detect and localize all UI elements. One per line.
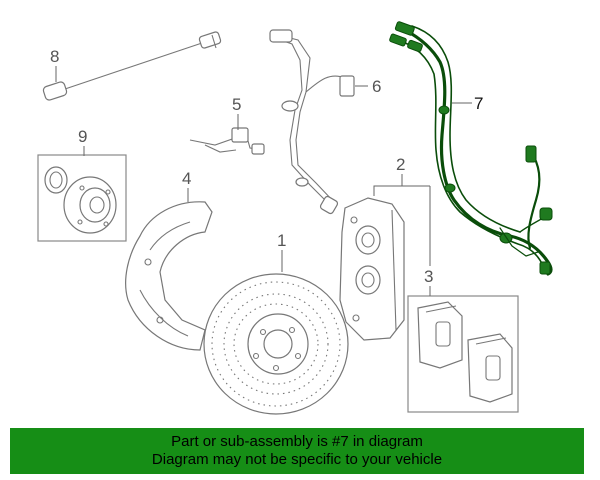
part-8-sensor-rod[interactable] xyxy=(42,31,222,101)
part-7-brake-wire-harness[interactable] xyxy=(389,21,553,276)
callout-4: 4 xyxy=(182,169,191,202)
part-6-abs-sensor[interactable] xyxy=(269,29,355,215)
info-banner: Part or sub-assembly is #7 in diagram Di… xyxy=(10,428,584,474)
part-3-brake-pads[interactable] xyxy=(407,295,519,413)
svg-text:6: 6 xyxy=(372,77,381,96)
brake-assembly-diagram: 8 5 6 9 xyxy=(37,21,553,415)
part-5-wear-sensor[interactable] xyxy=(189,127,265,155)
banner-line-part-note: Part or sub-assembly is #7 in diagram xyxy=(171,433,423,450)
callout-3: 3 xyxy=(402,185,433,296)
svg-text:8: 8 xyxy=(50,47,59,66)
part-1-brake-rotor[interactable] xyxy=(203,273,349,415)
svg-text:3: 3 xyxy=(424,267,433,286)
callout-1: 1 xyxy=(277,231,286,272)
svg-text:1: 1 xyxy=(277,231,286,250)
callout-7: 7 xyxy=(452,94,483,113)
svg-text:4: 4 xyxy=(182,169,191,188)
callout-2: 2 xyxy=(373,155,405,196)
svg-text:7: 7 xyxy=(474,94,483,113)
svg-text:5: 5 xyxy=(232,95,241,114)
callout-9: 9 xyxy=(78,127,87,156)
callout-8: 8 xyxy=(50,47,59,82)
part-2-brake-caliper[interactable] xyxy=(339,197,405,341)
svg-text:9: 9 xyxy=(78,127,87,146)
callout-5: 5 xyxy=(232,95,241,130)
banner-line-disclaimer: Diagram may not be specific to your vehi… xyxy=(151,451,443,468)
part-9-wheel-hub[interactable] xyxy=(37,154,127,242)
callout-6: 6 xyxy=(355,77,381,96)
svg-text:2: 2 xyxy=(396,155,405,174)
part-4-splash-shield[interactable] xyxy=(125,201,213,351)
